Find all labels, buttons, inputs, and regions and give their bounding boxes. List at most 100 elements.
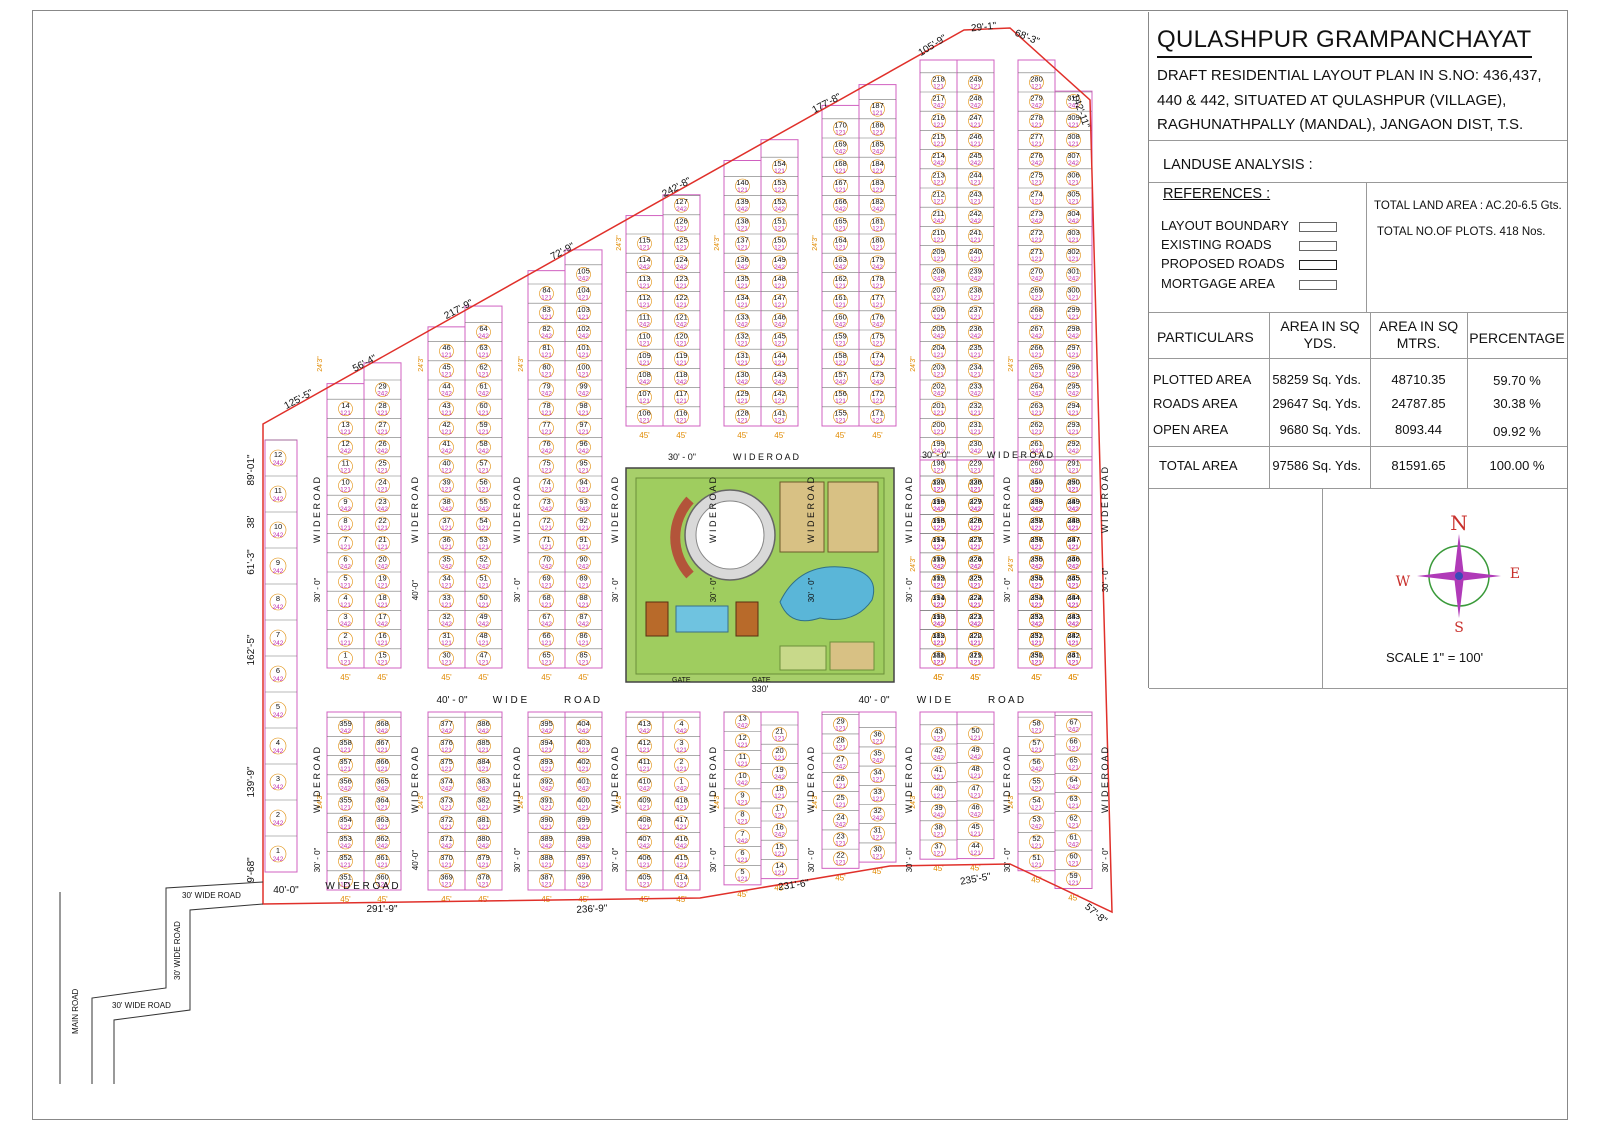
plot-number: 41 [934, 765, 942, 774]
plot-area: 121 [835, 398, 846, 405]
plot-number: 108 [638, 370, 651, 379]
plot-marker [968, 151, 983, 167]
plot-width-dim: 45' [970, 673, 981, 682]
plot-number: 163 [834, 255, 847, 264]
plot-number: 418 [675, 796, 688, 805]
plot-number: 265 [1030, 362, 1043, 371]
plot-width-dim: 45' [478, 895, 489, 904]
plot-area: 121 [541, 410, 552, 417]
plot-width-dim: 45' [1068, 893, 1079, 902]
plot-area: 121 [970, 122, 981, 129]
plot-number: 406 [638, 853, 651, 862]
plot-number: 66 [542, 631, 550, 640]
plot-area: 121 [1068, 745, 1079, 752]
plot-number: 36 [873, 729, 881, 738]
plot-marker [375, 401, 390, 417]
plot-number: 312 [932, 631, 945, 640]
plot-number: 54 [1032, 796, 1040, 805]
plot-marker [439, 873, 454, 888]
plot-area: 121 [933, 659, 944, 666]
plot-area: 121 [377, 659, 388, 666]
plot-number: 22 [836, 851, 844, 860]
plot-area: 242 [578, 448, 589, 455]
plot-number: 401 [577, 776, 590, 785]
boundary-dim-label: 162'-5" [246, 634, 257, 665]
plot-area: 121 [970, 487, 981, 494]
plot-number: 397 [577, 853, 590, 862]
plot-area: 121 [970, 640, 981, 647]
title-block: QULASHPUR GRAMPANCHAYAT DRAFT RESIDENTIA… [1148, 12, 1567, 689]
plot-number: 97 [579, 420, 587, 429]
plot-number: 380 [477, 834, 490, 843]
plot-area: 121 [970, 659, 981, 666]
plot-area: 242 [340, 563, 351, 570]
plot-area: 121 [933, 295, 944, 302]
plot-area: 121 [1068, 410, 1079, 417]
plot-number: 130 [736, 370, 749, 379]
plot-marker [772, 389, 787, 405]
plot-marker [870, 351, 885, 367]
road-label-vertical: W I D E R O A D [1002, 476, 1012, 543]
plot-area: 121 [933, 659, 944, 666]
block-bottom-0-column [363, 711, 402, 891]
plot-number: 280 [1030, 74, 1043, 83]
plot-marker [968, 593, 983, 609]
plot-marker [1029, 113, 1044, 129]
plot-number: 377 [440, 719, 453, 728]
plot-number: 2 [679, 757, 683, 766]
plot-number: 282 [1067, 631, 1080, 640]
plot-number: 225 [969, 535, 982, 544]
plot-number: 257 [1030, 516, 1043, 525]
plot-area: 121 [1068, 256, 1079, 263]
plot-area: 242 [441, 391, 452, 398]
plot-area: 121 [676, 302, 687, 309]
plot-number: 115 [639, 236, 651, 245]
plot-marker [870, 768, 885, 784]
plot-marker [539, 796, 554, 811]
plot-number: 136 [736, 255, 749, 264]
plot-number: 373 [440, 796, 453, 805]
plot-area: 242 [377, 448, 388, 455]
plot-area: 242 [933, 755, 944, 762]
plot-number: 90 [579, 554, 587, 563]
plot-number: 367 [376, 738, 389, 747]
plot-area: 121 [676, 747, 687, 754]
plot-marker [674, 796, 689, 811]
plot-area: 121 [676, 341, 687, 348]
plot-marker [576, 853, 591, 869]
plot-area: 121 [737, 876, 748, 883]
plot-marker [931, 228, 946, 244]
plot-marker [968, 209, 983, 225]
plot-number: 147 [773, 293, 786, 302]
plot-area: 121 [970, 467, 981, 474]
sports-court [827, 481, 879, 553]
block-top-0-column [363, 362, 402, 669]
plot-number: 62 [1069, 813, 1077, 822]
plot-number: 296 [1067, 362, 1080, 371]
park-width-dim: 330' [752, 684, 769, 694]
plot-number: 393 [540, 757, 553, 766]
plot-number: 93 [579, 497, 587, 506]
plot-area: 121 [1031, 862, 1042, 869]
boundary-dim-label: 72'-9" [549, 241, 577, 263]
plot-number: 127 [675, 197, 688, 206]
plot-area: 121 [1068, 429, 1079, 436]
plot-area: 121 [933, 831, 944, 838]
plot-number: 372 [440, 815, 453, 824]
plot-area: 121 [774, 225, 785, 232]
plot-number: 353 [339, 834, 352, 843]
plot-number: 402 [577, 757, 590, 766]
plot-marker [439, 612, 454, 628]
plot-area: 121 [1031, 659, 1042, 666]
plot-marker [870, 787, 885, 803]
plot-marker [375, 757, 390, 773]
plot-area: 121 [933, 602, 944, 609]
plot-number: 83 [542, 305, 550, 314]
plot-number: 276 [1030, 151, 1043, 160]
plot-number: 313 [932, 612, 945, 621]
plot-marker [870, 197, 885, 213]
plot-number: 86 [579, 631, 587, 640]
plot-area: 121 [639, 398, 650, 405]
plot-number: 60 [479, 401, 487, 410]
plot-marker [375, 853, 390, 869]
